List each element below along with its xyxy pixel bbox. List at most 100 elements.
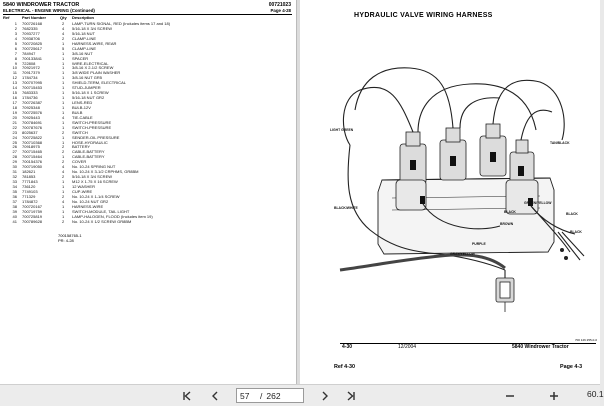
row-ref: 28: [12, 154, 17, 160]
row-part-number: 700789628: [22, 218, 43, 224]
row-qty: 4: [62, 198, 65, 204]
row-description: TIE-CABLE: [72, 114, 93, 120]
zoom-level[interactable]: 60.1: [587, 389, 604, 399]
row-ref: 27: [12, 149, 17, 155]
row-part-number: 1784734: [22, 75, 38, 81]
row-qty: 1: [62, 203, 65, 209]
row-part-number: 70921972: [22, 65, 40, 71]
row-ref: 6: [14, 45, 17, 51]
row-part-number: 70937277: [22, 30, 40, 36]
row-description: WIRE-ELECTRICAL: [72, 60, 109, 66]
row-ref: 39: [12, 208, 17, 214]
right-page: HYDRAULIC VALVE WIRING HARNESS: [300, 0, 600, 384]
row-part-number: 700715465: [22, 149, 43, 155]
total-pages: 262: [266, 390, 281, 401]
header-rule: [3, 14, 292, 15]
row-ref: 30: [12, 164, 17, 170]
document-viewer[interactable]: 5840 WINDROWER TRACTOR 00721023 ELECTRIC…: [0, 0, 600, 384]
left-page: 5840 WINDROWER TRACTOR 00721023 ELECTRIC…: [0, 0, 297, 384]
current-page[interactable]: 57: [240, 390, 250, 401]
row-part-number: 781853: [22, 174, 36, 180]
row-description: No. 10-24 X 3-1/2 CRPHMS, GR8BM: [72, 169, 139, 175]
row-description: SENDER-OIL PRESSURE: [72, 134, 120, 140]
row-part-number: 700720167: [22, 203, 43, 209]
row-part-number: 700133841: [22, 55, 43, 61]
wires: [342, 67, 585, 282]
row-ref: 33: [12, 179, 17, 184]
label-green-yellow: GREEN/YELLOW: [524, 201, 552, 205]
row-qty: 1: [62, 179, 65, 184]
row-part-number: 700725822: [22, 134, 43, 140]
row-part-number: 70938706: [22, 35, 40, 41]
row-description: LAMP-HALOGEN, FLOOD (Includes item 19): [72, 213, 153, 219]
footer-rule: [340, 343, 596, 344]
zoom-out-button[interactable]: [504, 389, 516, 403]
previous-page-button[interactable]: [208, 389, 222, 403]
row-qty: 1: [62, 208, 65, 214]
row-part-number: 700710368: [22, 139, 43, 145]
row-ref: 32: [12, 174, 17, 180]
row-part-number: 70918975: [22, 144, 40, 150]
first-page-button[interactable]: [180, 389, 194, 403]
row-part-number: 700720825: [22, 40, 43, 46]
row-description: No. 10-24 X 1-1/4 SCREW: [72, 193, 120, 199]
viewer-toolbar: 57 / 262 60.1: [0, 384, 604, 406]
row-qty: 1: [62, 100, 65, 105]
row-ref: 29: [12, 159, 17, 165]
row-part-number: 182621: [22, 169, 36, 175]
row-description: 5/16-18 X 3/4 SCREW: [72, 25, 113, 31]
row-part-number: 700726168: [22, 21, 43, 26]
row-part-number: 722808: [22, 60, 36, 66]
row-qty: 4: [62, 25, 65, 31]
next-page-button[interactable]: [318, 389, 332, 403]
row-qty: 4: [62, 114, 65, 120]
label-light-green: LIGHT GREEN: [330, 128, 354, 132]
row-ref: 31: [12, 169, 17, 175]
row-qty: 2: [62, 129, 65, 135]
row-description: CLAMP-LINE: [72, 45, 97, 51]
mounting-bolts: [560, 248, 568, 260]
zoom-in-button[interactable]: [548, 389, 560, 403]
page-number-field[interactable]: 57 / 262: [236, 388, 304, 403]
row-part-number: 700715453: [22, 85, 43, 91]
row-part-number: 736120: [22, 183, 36, 189]
row-ref: 25: [12, 139, 17, 145]
row-part-number: 700787676: [22, 124, 43, 130]
row-description: SWITCH-PRESSURE: [72, 119, 112, 125]
last-page-button[interactable]: [344, 389, 358, 403]
row-ref: 24: [12, 134, 17, 140]
row-qty: 1: [62, 70, 65, 76]
row-qty: 1: [62, 65, 65, 71]
footer-model: 5840 Windrower Tractor: [512, 344, 569, 350]
row-ref: 34: [12, 183, 17, 189]
row-description: SWITCH: [72, 129, 88, 135]
row-description: SWITCH-PRESSURE: [72, 124, 112, 130]
chevron-left-icon: [212, 391, 218, 401]
row-description: BULB-12V: [72, 104, 91, 110]
row-qty: 1: [62, 85, 65, 91]
row-qty: 1: [62, 188, 65, 194]
row-qty: 1: [62, 183, 65, 189]
wiring-diagram: [339, 67, 585, 312]
row-ref: 1: [14, 21, 17, 26]
row-description: No. 10-24 X 1/2 SCREW GR8BM: [72, 218, 132, 224]
row-part-number: 7771843: [22, 179, 38, 184]
row-ref: 41: [12, 218, 17, 224]
row-part-number: 7682335: [22, 25, 38, 31]
catalog-title: 5840 WINDROWER TRACTOR: [3, 2, 80, 8]
